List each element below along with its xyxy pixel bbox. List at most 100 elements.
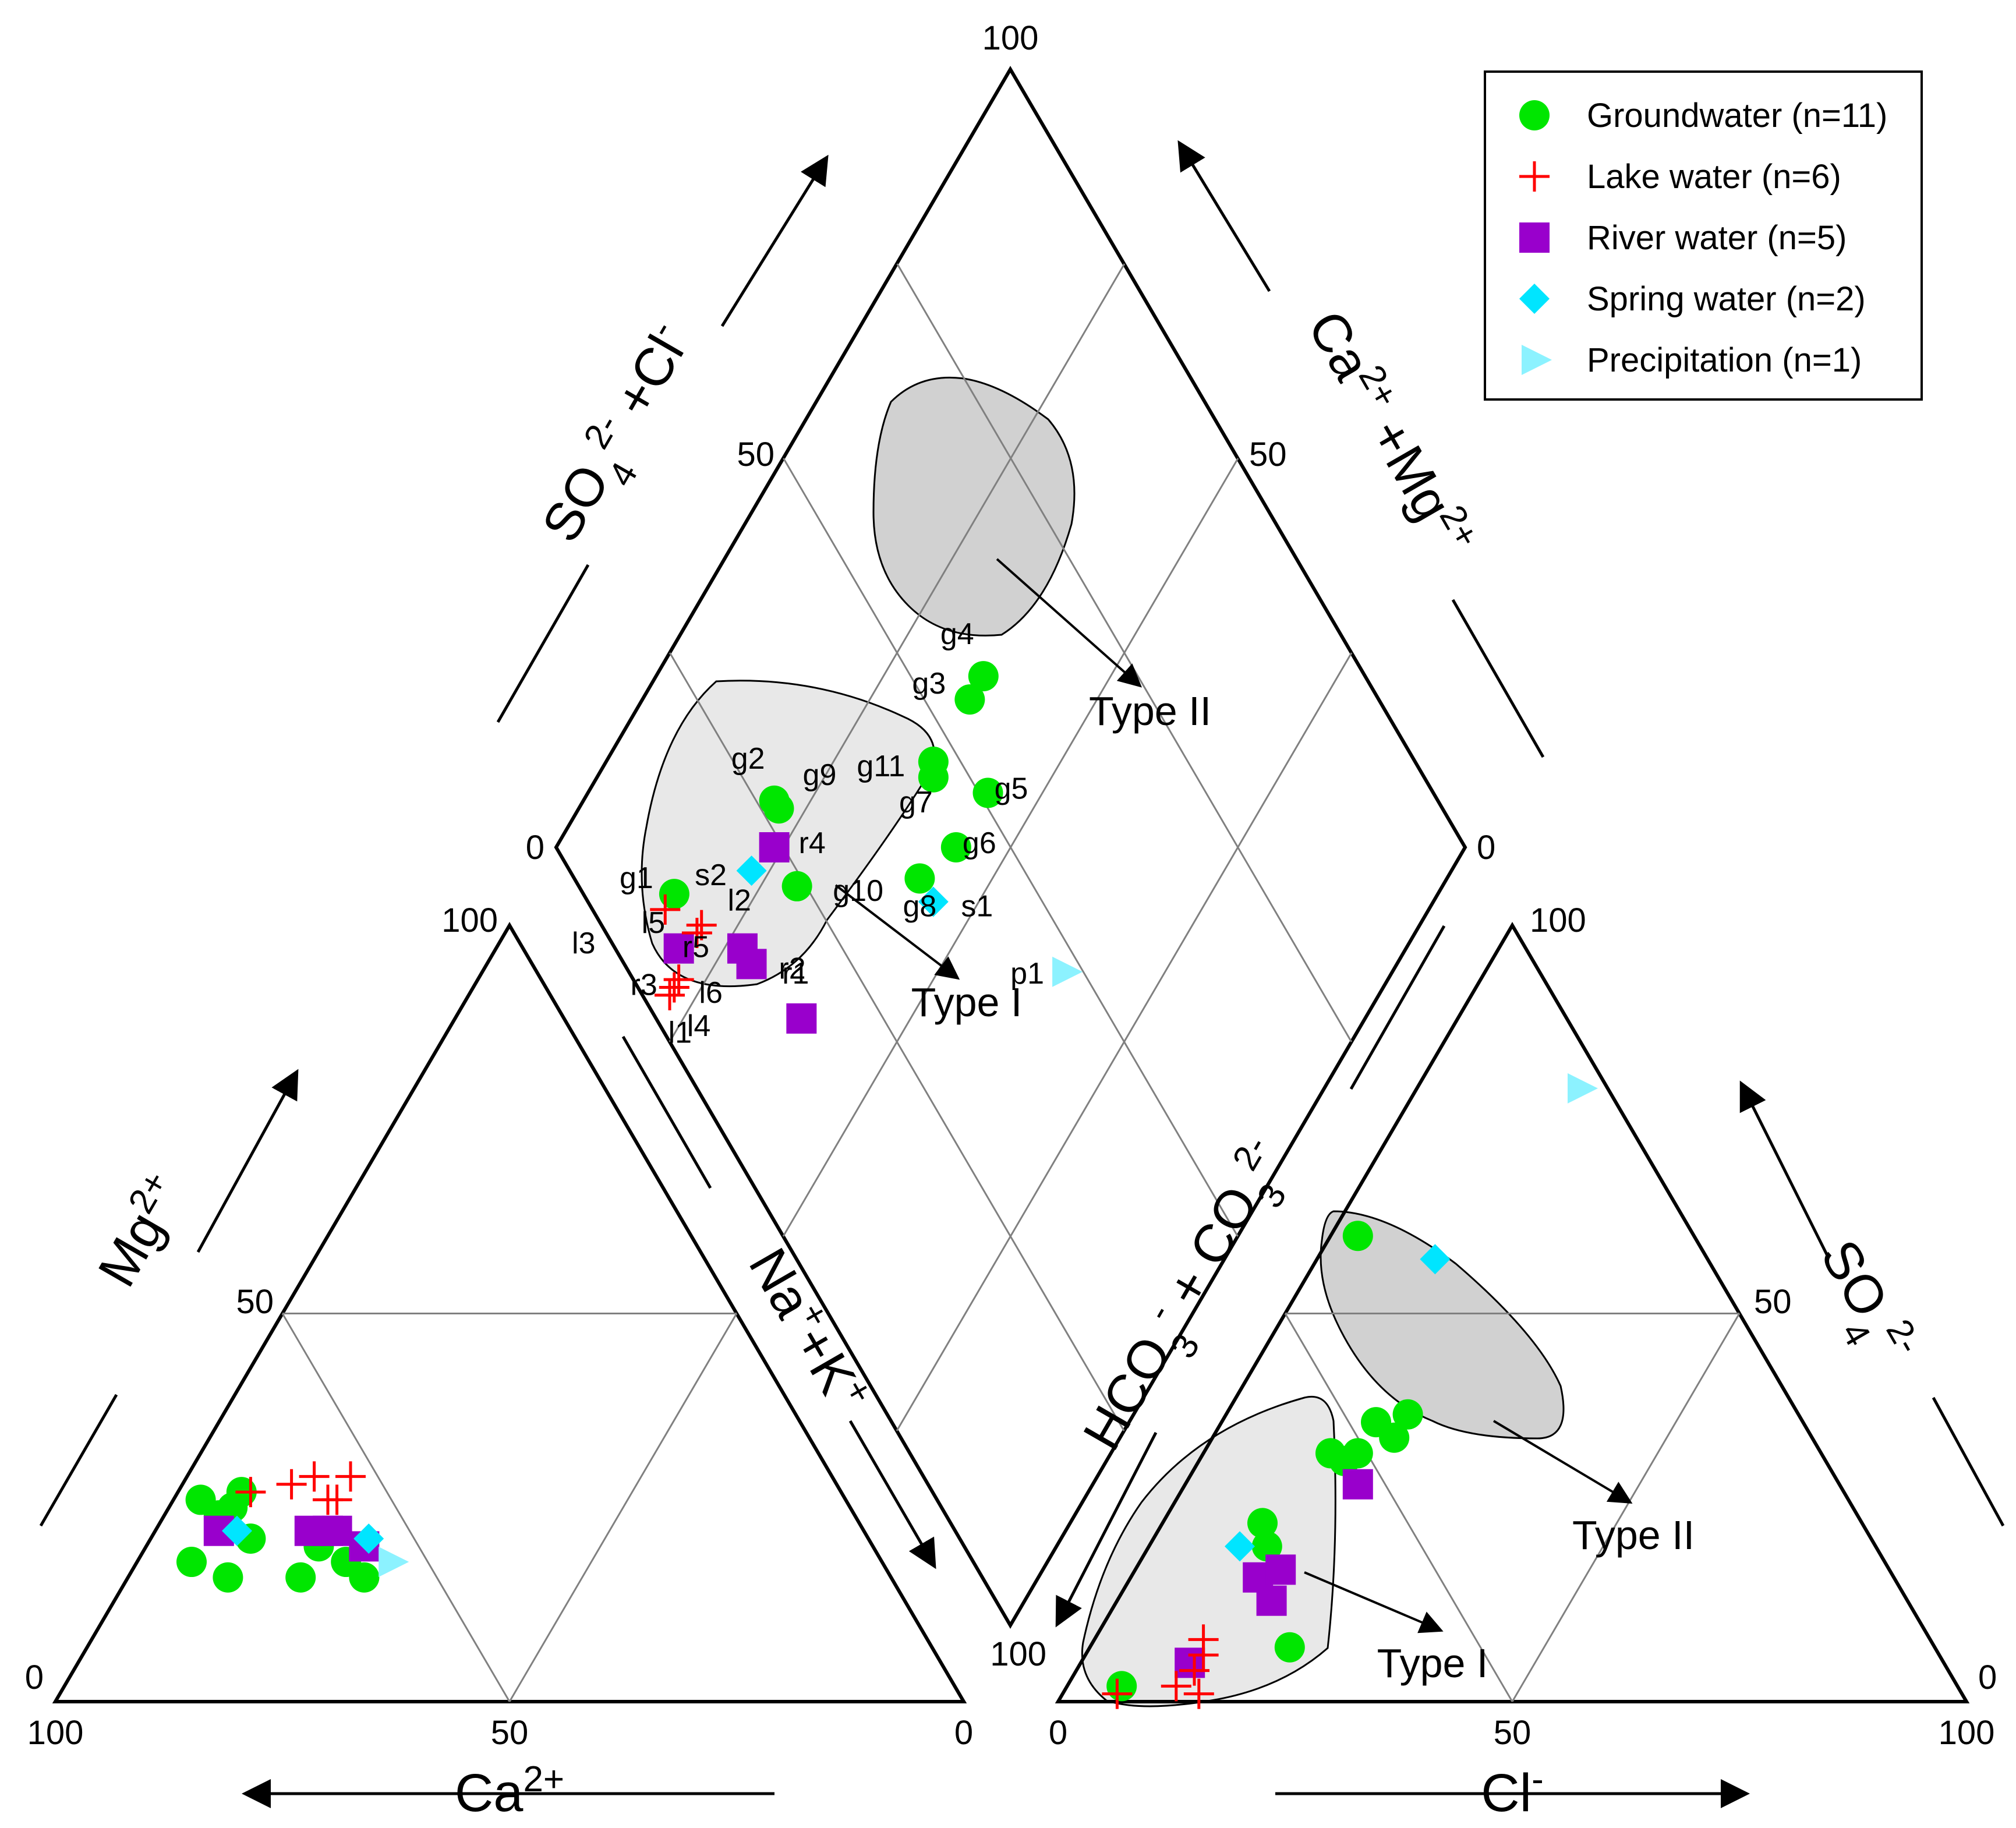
anion-river-point	[1265, 1554, 1296, 1585]
cl-tick-label: 0	[1049, 1714, 1067, 1752]
diamond-precipitation-point	[1052, 956, 1083, 987]
point-label-g9: g9	[803, 758, 837, 792]
hco3-axis-line	[1349, 925, 1446, 1090]
nak-axis-line	[621, 1035, 712, 1189]
point-label-g6: g6	[963, 826, 996, 860]
so4-axis-label-part: 2-	[1879, 1313, 1929, 1360]
mg-axis-arrow	[196, 1069, 299, 1253]
anion-groundwater-point	[1274, 1632, 1305, 1663]
diamond-river-point	[786, 1003, 817, 1034]
anion-lake-point	[1102, 1678, 1133, 1709]
anion-grid-line	[1511, 1313, 1741, 1702]
legend-label-lake: Lake water (n=6)	[1587, 158, 1841, 196]
legend-label-groundwater: Groundwater (n=11)	[1587, 97, 1887, 135]
legend-box	[1484, 70, 1923, 401]
diamond-grid-line	[782, 458, 1239, 1237]
cl-tick-label: 50	[1494, 1714, 1532, 1752]
region-anion-type-i	[1081, 1395, 1336, 1707]
legend: Groundwater (n=11)Lake water (n=6)River …	[1484, 70, 1923, 401]
cation-lake-point	[235, 1477, 266, 1508]
so4cl-axis-arrow	[720, 154, 829, 327]
legend-marker-precipitation	[1522, 345, 1552, 375]
so4cl-axis-line	[496, 564, 590, 723]
cation-grid-line	[281, 1313, 511, 1702]
chart-grid	[281, 263, 1741, 1702]
so4-axis-arrow	[1739, 1080, 1830, 1259]
mg-tick-label: 100	[441, 901, 498, 939]
mg-axis-line	[39, 1394, 118, 1527]
anion-spring-point	[1225, 1531, 1255, 1562]
cation-precipitation-point	[379, 1547, 409, 1578]
anion-river-point	[1342, 1469, 1373, 1500]
anion-type-ii-label: Type II	[1572, 1512, 1695, 1558]
diamond-groundwater-point	[968, 661, 999, 692]
anion-groundwater-point	[1106, 1671, 1137, 1702]
hco3-axis-arrow	[1055, 1431, 1158, 1628]
cation-groundwater-point	[176, 1547, 207, 1578]
diamond-groundwater-point	[954, 684, 985, 715]
point-label-g4: g4	[940, 617, 974, 651]
anion-groundwater-point	[1379, 1422, 1410, 1453]
diamond-river-point	[727, 933, 758, 964]
diamond-groundwater-point	[972, 777, 1003, 808]
hco3-axis-label-part: 2-	[1225, 1129, 1275, 1177]
camg-axis-label: Ca2+ +Mg2+	[1296, 299, 1487, 565]
point-label-s1: s1	[961, 890, 993, 924]
point-label-p1: p1	[1010, 957, 1044, 991]
diamond-left-tick-label: 0	[526, 829, 544, 867]
camg-axis-line	[1451, 599, 1545, 758]
ca-tick-label: 100	[27, 1714, 84, 1752]
hco3-axis-label-part: + CO	[1148, 1176, 1270, 1328]
point-label-r2: r2	[779, 952, 805, 985]
anion-river-point	[1256, 1585, 1287, 1616]
anion-groundwater-point	[1251, 1531, 1282, 1562]
diamond-groundwater-point	[940, 832, 971, 862]
anion-grid-line	[1284, 1313, 1513, 1702]
point-labels: g1g2g3g4g5g6g7g8g9g10g11r1r2r3r4r5s1s2p1…	[572, 617, 1044, 1049]
anion-groundwater-point	[1392, 1399, 1423, 1430]
point-label-l5: l5	[642, 906, 665, 940]
diamond-lake-point	[681, 917, 712, 948]
anion-lake-point	[1188, 1640, 1219, 1671]
diamond-river-point	[663, 933, 694, 964]
point-label-g11: g11	[857, 749, 905, 783]
point-label-l1: l1	[669, 1016, 692, 1049]
ca-tick-label: 50	[491, 1714, 529, 1752]
diamond-type-i-label: Type I	[911, 980, 1023, 1025]
diamond-lake-point	[655, 980, 685, 1010]
anion-type-i-arrow	[1304, 1571, 1444, 1633]
so4-axis-line	[1932, 1396, 2005, 1527]
legend-marker-river	[1519, 222, 1550, 253]
cl-axis-label-part: -	[1532, 1759, 1544, 1799]
anion-groundwater-point	[1247, 1508, 1278, 1539]
point-label-g3: g3	[912, 667, 946, 701]
diamond-grid-line	[669, 263, 1126, 1042]
hco3-tick-label: 100	[990, 1635, 1046, 1673]
diamond-groundwater-point	[659, 879, 689, 910]
mg-tick-label: 0	[25, 1659, 44, 1696]
cation-lake-point	[335, 1461, 366, 1492]
cation-grid-line	[508, 1313, 738, 1702]
point-label-g8: g8	[903, 889, 936, 923]
so4-tick-label: 100	[1530, 901, 1586, 939]
point-label-g7: g7	[899, 786, 933, 819]
diamond-type-ii-label: Type II	[1089, 688, 1211, 734]
diamond-lake-point	[663, 964, 694, 995]
diamond-right-tick-label: 0	[1477, 829, 1495, 867]
point-label-l2: l2	[727, 884, 751, 918]
so4-axis-label: SO42-	[1795, 1228, 1929, 1381]
anion-spring-point	[1420, 1244, 1451, 1275]
so4-tick-label: 50	[1754, 1283, 1792, 1321]
diamond-left-tick-label: 50	[737, 436, 774, 473]
point-label-s2: s2	[695, 858, 727, 892]
diamond-type-ii-arrow	[996, 558, 1142, 688]
cation-groundwater-point	[285, 1562, 316, 1593]
data-points	[176, 661, 1598, 1709]
cation-groundwater-point	[213, 1562, 243, 1593]
point-label-g2: g2	[731, 742, 765, 776]
nak-axis-arrow	[848, 1420, 936, 1569]
nak-axis-label: Na++K+	[737, 1236, 881, 1422]
point-label-r3: r3	[631, 968, 657, 1002]
